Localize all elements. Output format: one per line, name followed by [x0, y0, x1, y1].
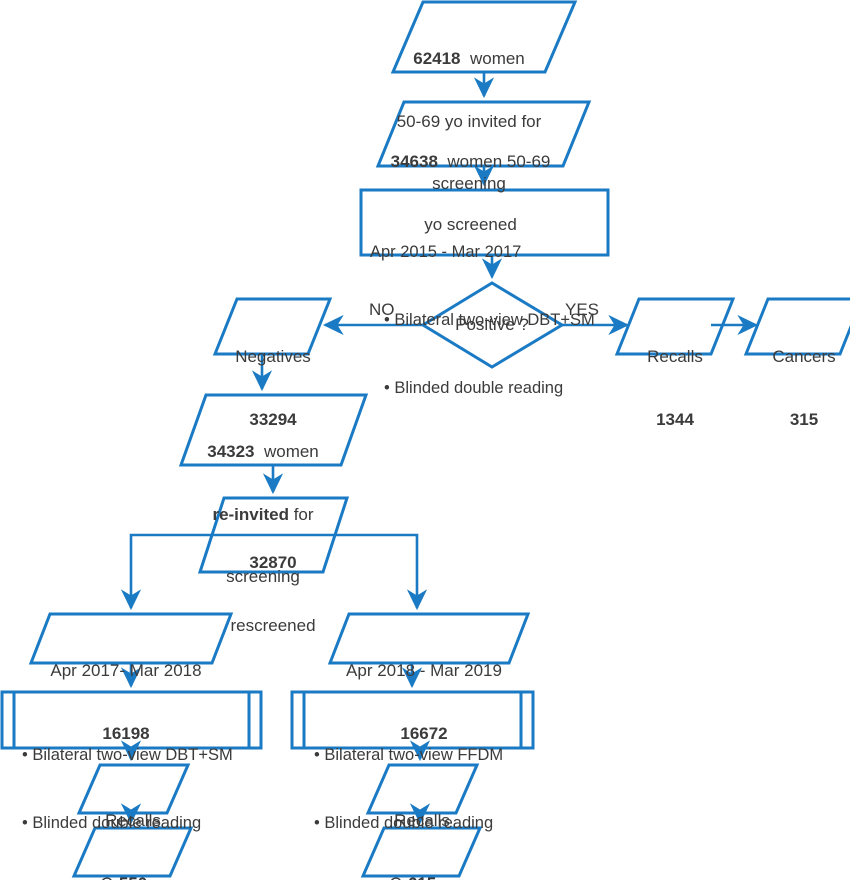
node-screened-line2: yo screened	[424, 214, 517, 234]
node-reinvited-line2-rest: for	[288, 504, 314, 524]
node-negatives-value: 33294	[249, 409, 297, 429]
node-cancers-left-title: Cancers	[77, 874, 187, 880]
node-process-right-bullet2: • Blinded double reading	[314, 813, 494, 832]
node-cancers-right-title: Cancers	[366, 874, 476, 880]
node-recalls-right-value: 615	[370, 874, 474, 880]
edge-label-yes: YES	[565, 300, 600, 319]
node-recalls-round1-value: 1344	[656, 409, 694, 429]
node-reinvited-value: 34323	[207, 442, 255, 462]
node-process-first-line1: Apr 2015 - Mar 2017	[370, 242, 522, 261]
edge-label-no: NO	[369, 300, 395, 319]
node-period-right-title: Apr 2018 - Mar 2019	[346, 661, 502, 681]
node-reinvited-line1-rest: women	[254, 442, 319, 462]
node-invited-line2: 50-69 yo invited for	[396, 111, 542, 131]
node-negatives-label: Negatives 33294	[217, 306, 329, 472]
node-process-right-label: • Bilateral two-view FFDM • Blinded doub…	[314, 698, 522, 880]
node-reinvited-line2-bold: re-invited	[212, 504, 289, 524]
node-period-left-label: Apr 2017- Mar 2018 16198	[36, 620, 216, 786]
node-invited-label: 62418 women 50-69 yo invited for screeni…	[393, 8, 545, 236]
node-recalls-right-title: Recalls	[394, 811, 450, 831]
node-rescreened-value: 32870	[249, 553, 297, 573]
node-recalls-left-title: Recalls	[105, 811, 161, 831]
node-cancers-round1-label: Cancers 315	[749, 306, 850, 472]
node-invited-line3: screening	[432, 173, 506, 193]
node-cancers-right-label: Cancers 59	[366, 833, 476, 880]
node-process-first-label: Apr 2015 - Mar 2017 • Bilateral two-view…	[370, 195, 606, 445]
node-period-right-value: 16672	[400, 723, 448, 743]
node-screened-line1-rest: women 50-69	[437, 152, 551, 172]
node-screened-label: 34638 women 50-69 yo screened	[378, 111, 563, 277]
node-rescreened-title: rescreened	[230, 615, 316, 635]
node-process-right-bullet1: • Bilateral two-view FFDM	[314, 745, 504, 764]
node-decision-label: Positive ?	[455, 315, 529, 334]
node-cancers-round1-value: 315	[789, 409, 819, 429]
node-screened-value: 34638	[390, 152, 438, 172]
node-period-left-title: Apr 2017- Mar 2018	[50, 661, 202, 681]
node-invited-line1-rest: women	[460, 49, 525, 69]
node-cancers-left-label: Cancers 131	[77, 833, 187, 880]
node-process-first-bullet2: • Blinded double reading	[384, 379, 564, 398]
node-recalls-left-label: Recalls 550	[81, 770, 185, 880]
node-invited-value: 62418	[413, 49, 461, 69]
node-period-left-value: 16198	[102, 723, 150, 743]
node-reinvited-label: 34323 women re-invited for screening	[183, 401, 343, 629]
node-process-left-bullet1: • Bilateral two-view DBT+SM	[22, 745, 233, 764]
node-cancers-round1-title: Cancers	[772, 347, 836, 367]
node-process-left-label: • Bilateral two-view DBT+SM • Blinded do…	[22, 698, 248, 880]
node-process-first-bullet1: • Bilateral two-view DBT+SM	[384, 310, 595, 329]
node-period-right-label: Apr 2018 - Mar 2019 16672	[335, 620, 513, 786]
node-negatives-title: Negatives	[235, 347, 311, 367]
node-rescreened-label: 32870 rescreened	[213, 512, 333, 678]
node-process-left-bullet2: • Blinded double reading	[22, 813, 202, 832]
node-recalls-round1-label: Recalls 1344	[620, 306, 730, 472]
node-recalls-round1-title: Recalls	[647, 347, 703, 367]
node-reinvited-line3: screening	[226, 566, 300, 586]
node-recalls-right-label: Recalls 615	[370, 770, 474, 880]
node-recalls-left-value: 550	[81, 874, 185, 880]
